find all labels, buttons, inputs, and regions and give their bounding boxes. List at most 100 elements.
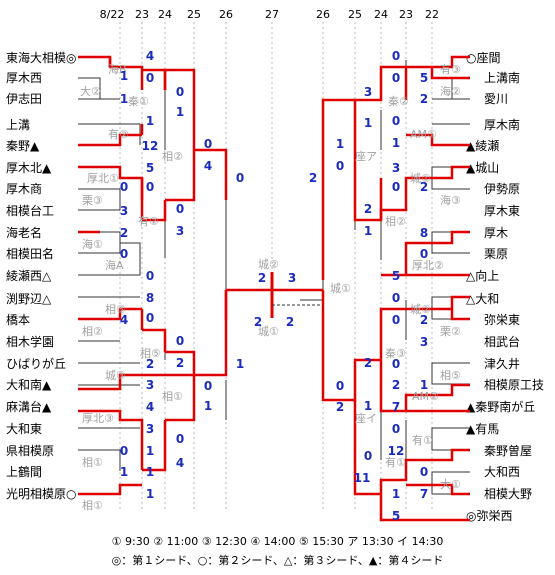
score-label: 3 <box>120 204 128 218</box>
left-team: 相模台工 <box>6 203 54 218</box>
venue-label: 城① <box>330 282 351 295</box>
score-label: 2 <box>420 92 428 106</box>
date-right-0: 26 <box>316 8 330 21</box>
venue-label: AM② <box>412 390 439 403</box>
score-label: 8 <box>146 291 154 305</box>
left-team-list: 東海大相模◎ 厚木西 伊志田 上溝 秦野▲ 厚木北▲ 厚木商 相模台工 海老名 … <box>6 50 76 501</box>
left-team: 秦野▲ <box>6 139 40 153</box>
score-label: 0 <box>176 85 184 99</box>
score-label: 0 <box>392 180 400 194</box>
score-label: 0 <box>392 357 400 371</box>
right-team: 大和西 <box>484 465 520 479</box>
score-label: 3 <box>392 161 400 175</box>
venue-label: 有③ <box>440 62 461 76</box>
left-team: 相木学園 <box>6 334 54 349</box>
score-label: 2 <box>176 356 184 370</box>
final-score-right2: 2 <box>286 315 294 329</box>
final-score-right: 3 <box>288 271 296 285</box>
right-team: 弥栄東 <box>484 312 520 327</box>
date-left-1: 23 <box>135 8 149 21</box>
bracket-lines-red <box>78 55 470 522</box>
venue-label: 相⑤ <box>140 347 161 360</box>
score-label: 8 <box>420 226 428 240</box>
bracket-lines-black <box>78 60 470 495</box>
left-team: 相模田名 <box>6 246 54 261</box>
right-team: ◎弥栄西 <box>466 508 512 523</box>
score-label: 4 <box>176 456 184 470</box>
score-label: 0 <box>146 180 154 194</box>
score-label: 1 <box>364 224 372 238</box>
venue-label: 有① <box>385 455 406 469</box>
right-team: 厚木南 <box>484 117 520 132</box>
score-label: 0 <box>364 449 372 463</box>
score-label: 3 <box>176 224 184 238</box>
venue-label: 秦② <box>388 94 409 108</box>
score-label: 5 <box>420 71 428 85</box>
score-label: 0 <box>420 247 428 261</box>
venue-label: 海③ <box>440 193 461 207</box>
venue-label: 相① <box>162 390 183 403</box>
right-team: 厚木 <box>484 226 508 240</box>
score-label: 0 <box>146 269 154 283</box>
venue-label: 海② <box>440 84 461 98</box>
venue-label: 大② <box>80 84 101 98</box>
venue-label: 相② <box>385 215 406 228</box>
right-team: 伊勢原 <box>484 181 520 196</box>
venue-labels: 海B 大② 秦① 有② 相② 厚北① 栗③ 有② 海① 海A 相⑤ 相② 相⑤ … <box>80 62 461 512</box>
venue-label: 城① <box>258 325 279 338</box>
venue-label: 厚北① <box>87 172 119 185</box>
score-label: 1 <box>120 69 128 83</box>
score-label: 0 <box>146 71 154 85</box>
right-team: ▲綾瀬 <box>466 138 499 153</box>
venue-label: 城② <box>258 258 279 271</box>
venue-label: 海① <box>82 237 103 251</box>
score-label: 0 <box>146 311 154 325</box>
left-team: 東海大相模◎ <box>6 50 76 65</box>
right-scores: 0 0 5 2 0 1 3 0 2 8 0 5 0 0 2 3 0 1 2 7 … <box>309 49 428 523</box>
date-left-2: 24 <box>158 8 172 21</box>
right-team: ▲秦野南が丘 <box>466 399 535 414</box>
score-label: 4 <box>146 49 154 63</box>
score-label: 1 <box>364 399 372 413</box>
left-team: 厚木商 <box>6 181 42 196</box>
final-scores: 2 3 2 2 <box>254 271 296 329</box>
score-label: 1 <box>176 105 184 119</box>
score-label: 1 <box>204 399 212 413</box>
score-label: 2 <box>120 226 128 240</box>
left-team: 大和東 <box>6 422 42 436</box>
score-label: 1 <box>146 444 154 458</box>
score-label: 12 <box>388 444 405 458</box>
date-right-2: 24 <box>374 8 388 21</box>
right-team: 相武台 <box>484 334 520 349</box>
left-team: 上溝 <box>6 118 30 132</box>
score-label: 0 <box>236 171 244 185</box>
left-team: 厚木西 <box>6 71 42 85</box>
seed-legend: ◎：第１シード、○：第２シード、△：第３シード、▲：第４シード <box>111 554 444 567</box>
venue-label: 栗③ <box>82 194 103 207</box>
venue-label: AM① <box>410 128 437 141</box>
score-label: 3 <box>364 85 372 99</box>
left-team: 麻溝台▲ <box>6 399 52 414</box>
left-team: 渕野辺△ <box>6 292 52 306</box>
score-label: 2 <box>364 202 372 216</box>
score-label: 0 <box>176 334 184 348</box>
score-label: 1 <box>392 487 400 501</box>
right-team: △大和 <box>466 292 499 306</box>
score-label: 7 <box>392 400 400 414</box>
venue-label: 栗② <box>440 325 461 338</box>
score-label: 5 <box>146 161 154 175</box>
score-label: 4 <box>146 400 154 414</box>
score-label: 2 <box>364 356 372 370</box>
score-label: 0 <box>336 159 344 173</box>
left-team: 伊志田 <box>6 92 42 106</box>
venue-label: 海A <box>105 258 124 272</box>
score-label: 2 <box>146 357 154 371</box>
left-team: ひばりが丘 <box>6 356 66 371</box>
score-label: 0 <box>392 114 400 128</box>
score-label: 1 <box>420 378 428 392</box>
left-team: 綾瀬西△ <box>6 268 52 283</box>
date-left-3: 25 <box>187 8 201 21</box>
score-label: 1 <box>146 465 154 479</box>
